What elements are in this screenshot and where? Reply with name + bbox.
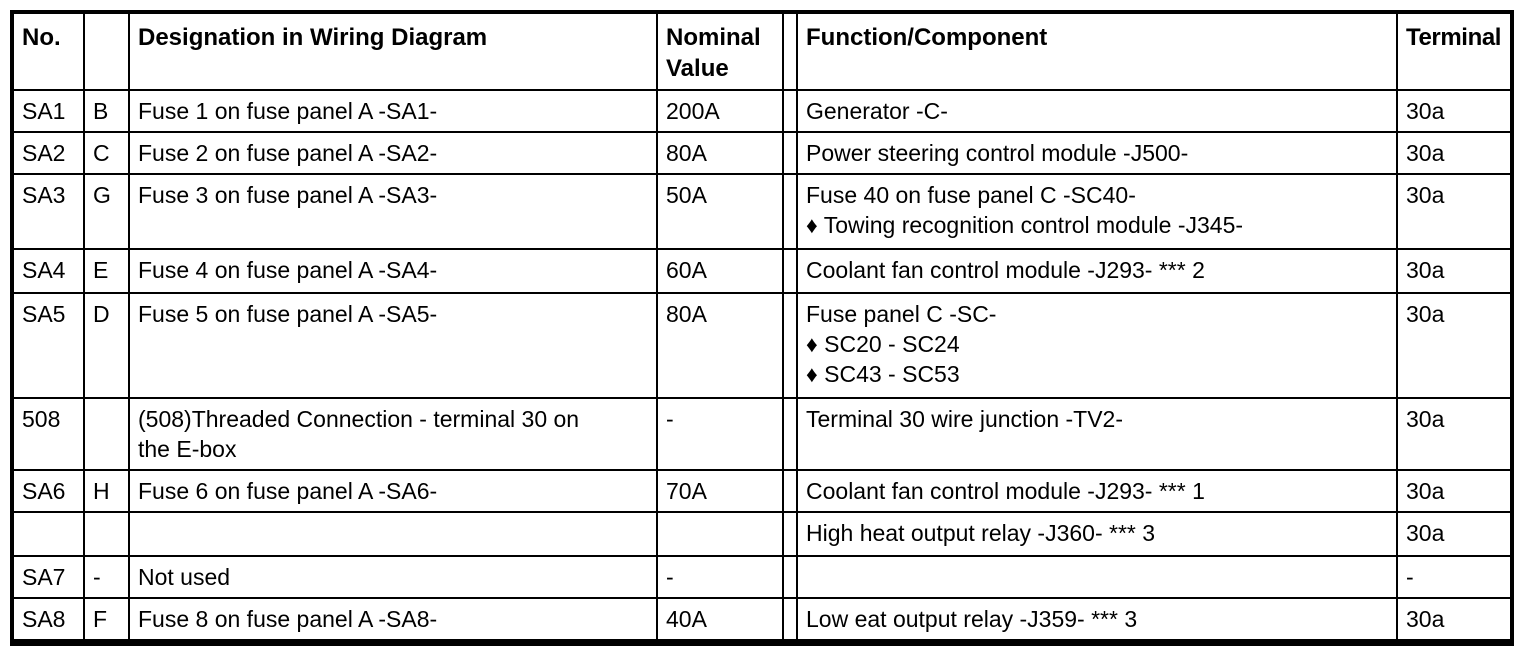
cell-designation: Not used: [128, 555, 658, 599]
cell-letter: B: [83, 89, 130, 133]
cell-no: SA2: [11, 131, 85, 175]
table-row: SA2 C Fuse 2 on fuse panel A -SA2- 80A P…: [11, 131, 1513, 175]
table-row: SA4 E Fuse 4 on fuse panel A -SA4- 60A C…: [11, 248, 1513, 294]
column-header-function: Function/Component: [796, 11, 1398, 91]
cell-spacer: [782, 597, 798, 644]
cell-function: Fuse panel C -SC- ♦ SC20 - SC24 ♦ SC43 -…: [796, 292, 1398, 399]
header-row: No. Designation in Wiring Diagram Nomina…: [11, 11, 1513, 91]
table-row: SA5 D Fuse 5 on fuse panel A -SA5- 80A F…: [11, 292, 1513, 399]
table-row: SA1 B Fuse 1 on fuse panel A -SA1- 200A …: [11, 89, 1513, 133]
cell-no: [11, 511, 85, 557]
cell-spacer: [782, 397, 798, 471]
cell-function: [796, 555, 1398, 599]
table-row: SA3 G Fuse 3 on fuse panel A -SA3- 50A F…: [11, 173, 1513, 250]
cell-no: SA4: [11, 248, 85, 294]
column-header-nominal-value: Nominal Value: [656, 11, 784, 91]
cell-designation: [128, 511, 658, 557]
cell-designation: (508)Threaded Connection - terminal 30 o…: [128, 397, 658, 471]
cell-letter: -: [83, 555, 130, 599]
cell-designation: Fuse 1 on fuse panel A -SA1-: [128, 89, 658, 133]
cell-terminal: 30a: [1396, 511, 1513, 557]
cell-terminal: 30a: [1396, 597, 1513, 644]
cell-letter: D: [83, 292, 130, 399]
cell-designation: Fuse 8 on fuse panel A -SA8-: [128, 597, 658, 644]
cell-nominal-value: 40A: [656, 597, 784, 644]
cell-designation: Fuse 5 on fuse panel A -SA5-: [128, 292, 658, 399]
cell-letter: G: [83, 173, 130, 250]
cell-terminal: 30a: [1396, 89, 1513, 133]
cell-function: Low eat output relay -J359- *** 3: [796, 597, 1398, 644]
cell-spacer: [782, 511, 798, 557]
cell-terminal: 30a: [1396, 469, 1513, 513]
table-row: SA6 H Fuse 6 on fuse panel A -SA6- 70A C…: [11, 469, 1513, 513]
cell-no: SA8: [11, 597, 85, 644]
column-header-terminal: Terminal: [1396, 11, 1513, 91]
cell-no: SA6: [11, 469, 85, 513]
cell-terminal: 30a: [1396, 292, 1513, 399]
cell-nominal-value: 70A: [656, 469, 784, 513]
table-row: 508 (508)Threaded Connection - terminal …: [11, 397, 1513, 471]
cell-nominal-value: 80A: [656, 292, 784, 399]
fuse-assignment-table: No. Designation in Wiring Diagram Nomina…: [10, 10, 1514, 646]
cell-designation: Fuse 6 on fuse panel A -SA6-: [128, 469, 658, 513]
cell-letter: E: [83, 248, 130, 294]
cell-nominal-value: 60A: [656, 248, 784, 294]
cell-no: SA5: [11, 292, 85, 399]
table-row: SA7 - Not used - -: [11, 555, 1513, 599]
cell-nominal-value: 200A: [656, 89, 784, 133]
cell-spacer: [782, 292, 798, 399]
cell-no: SA1: [11, 89, 85, 133]
cell-function: Power steering control module -J500-: [796, 131, 1398, 175]
cell-function: Generator -C-: [796, 89, 1398, 133]
cell-designation: Fuse 4 on fuse panel A -SA4-: [128, 248, 658, 294]
column-header-spacer: [782, 11, 798, 91]
cell-nominal-value: [656, 511, 784, 557]
table-row: High heat output relay -J360- *** 3 30a: [11, 511, 1513, 557]
cell-spacer: [782, 555, 798, 599]
cell-nominal-value: 50A: [656, 173, 784, 250]
cell-function: High heat output relay -J360- *** 3: [796, 511, 1398, 557]
cell-spacer: [782, 469, 798, 513]
column-header-letter: [83, 11, 130, 91]
cell-letter: H: [83, 469, 130, 513]
document-page: No. Designation in Wiring Diagram Nomina…: [10, 10, 1514, 646]
cell-terminal: 30a: [1396, 173, 1513, 250]
cell-designation: Fuse 2 on fuse panel A -SA2-: [128, 131, 658, 175]
cell-function: Coolant fan control module -J293- *** 1: [796, 469, 1398, 513]
cell-terminal: 30a: [1396, 248, 1513, 294]
column-header-designation: Designation in Wiring Diagram: [128, 11, 658, 91]
cell-terminal: 30a: [1396, 131, 1513, 175]
cell-spacer: [782, 131, 798, 175]
cell-letter: [83, 511, 130, 557]
cell-nominal-value: -: [656, 555, 784, 599]
cell-terminal: -: [1396, 555, 1513, 599]
cell-spacer: [782, 248, 798, 294]
cell-spacer: [782, 89, 798, 133]
cell-letter: F: [83, 597, 130, 644]
cell-terminal: 30a: [1396, 397, 1513, 471]
column-header-no: No.: [11, 11, 85, 91]
cell-function: Coolant fan control module -J293- *** 2: [796, 248, 1398, 294]
cell-nominal-value: 80A: [656, 131, 784, 175]
cell-spacer: [782, 173, 798, 250]
cell-letter: [83, 397, 130, 471]
cell-function: Terminal 30 wire junction -TV2-: [796, 397, 1398, 471]
cell-no: SA3: [11, 173, 85, 250]
cell-no: SA7: [11, 555, 85, 599]
cell-nominal-value: -: [656, 397, 784, 471]
table-row: SA8 F Fuse 8 on fuse panel A -SA8- 40A L…: [11, 597, 1513, 644]
cell-designation: Fuse 3 on fuse panel A -SA3-: [128, 173, 658, 250]
cell-no: 508: [11, 397, 85, 471]
cell-function: Fuse 40 on fuse panel C -SC40- ♦ Towing …: [796, 173, 1398, 250]
cell-letter: C: [83, 131, 130, 175]
